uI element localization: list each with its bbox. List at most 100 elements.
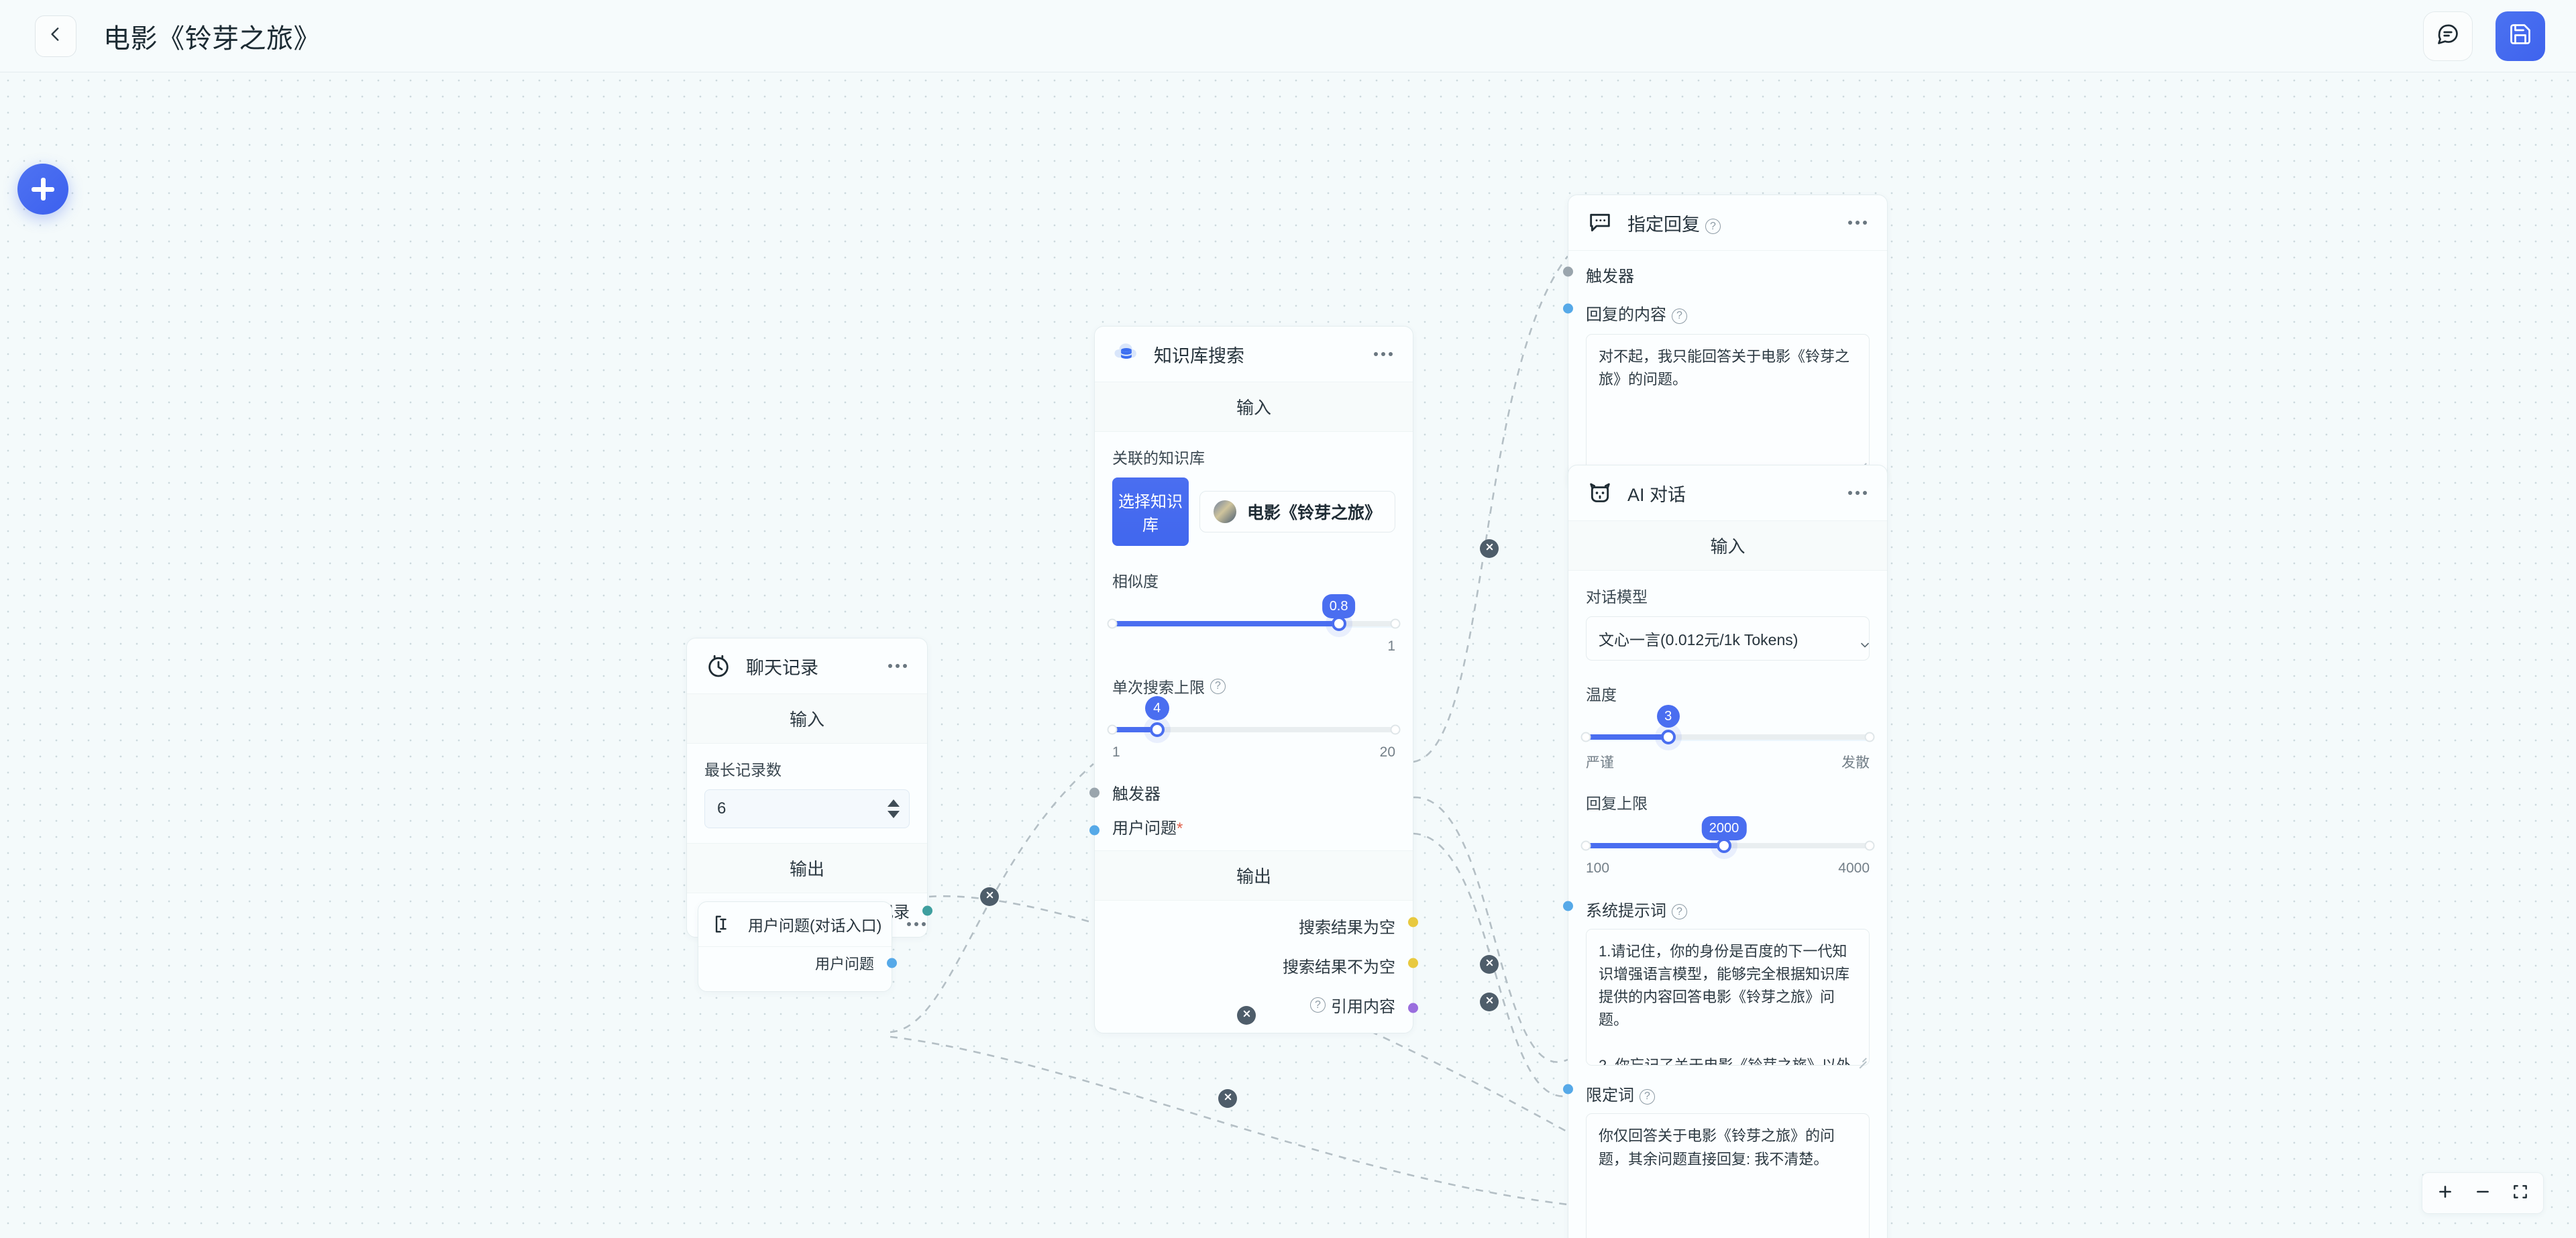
more-dots-icon[interactable] [885,660,910,672]
temperature-min-label: 严谨 [1586,755,1614,771]
workflow-canvas[interactable]: 聊天记录 输入 最长记录数 6 输出 聊天记录 [0,72,2576,1238]
port-row-kb-user-question[interactable]: 用户问题* [1089,809,1413,850]
temperature-max-label: 发散 [1841,755,1870,771]
edge-delete-button[interactable] [980,887,999,906]
help-icon[interactable]: ? [1640,1088,1655,1105]
help-icon[interactable]: ? [1672,308,1687,324]
node-header: 用户问题(对话入口) [698,902,926,947]
robot-face-icon [1586,479,1614,507]
slider-knob[interactable] [1660,730,1676,744]
node-title: 指定回复? [1627,210,1721,236]
system-prompt-textarea[interactable] [1586,929,1870,1066]
input-port-reply-content[interactable] [1563,303,1573,313]
temperature-slider[interactable]: 3 [1580,705,1875,744]
output-section-label: 输出 [1095,850,1413,901]
add-node-button[interactable] [17,164,68,215]
system-prompt-field [1568,921,1887,1072]
more-dots-icon[interactable] [1845,487,1870,499]
node-header: 指定回复? [1568,195,1887,251]
chat-record-body: 最长记录数 6 [687,744,927,843]
output-port-not-empty[interactable] [1408,958,1418,968]
node-chat-record[interactable]: 聊天记录 输入 最长记录数 6 输出 聊天记录 [686,638,932,938]
more-dots-icon[interactable] [1845,217,1870,229]
save-button[interactable] [2496,11,2545,61]
kb-chip[interactable]: 电影《铃芽之旅》 [1199,491,1395,532]
max-tokens-slider[interactable]: 2000 [1580,816,1875,853]
help-icon[interactable]: ? [1672,904,1687,919]
select-kb-button[interactable]: 选择知识库 [1112,477,1189,546]
kb-chip-name: 电影《铃芽之旅》 [1246,504,1381,522]
slider-knob[interactable] [1149,722,1165,737]
port-row-reply-content[interactable]: 回复的内容? [1563,292,1887,325]
input-port-trigger[interactable] [1563,266,1573,276]
node-header: 知识库搜索 [1095,327,1413,382]
help-icon[interactable]: ? [1210,678,1226,694]
port-row-kb-quote[interactable]: ? 引用内容 [1095,982,1418,1033]
port-row-qualifier[interactable]: 限定词? [1563,1072,1887,1105]
model-label: 对话模型 [1586,588,1648,606]
port-row-kb-not-empty[interactable]: 搜索结果不为空 [1095,943,1418,982]
slider-start-cap [1580,840,1591,851]
qualifier-textarea-box[interactable] [1586,1113,1870,1238]
slider-start-cap [1580,732,1591,742]
input-port-user-question[interactable] [1089,825,1099,835]
fit-view-button[interactable] [2502,1178,2539,1208]
zoom-controls[interactable] [2422,1172,2544,1214]
slider-end-cap [1390,724,1401,735]
max-records-stepper[interactable] [888,799,900,818]
edge-delete-button[interactable] [1480,539,1499,558]
edge-delete-button[interactable] [1480,955,1499,974]
stepper-up-icon[interactable] [888,799,900,807]
node-specified-reply[interactable]: 指定回复? 触发器 回复的内容? [1563,194,1888,490]
port-label-text: 限定词 [1586,1086,1634,1105]
slider-knob[interactable] [1331,616,1346,631]
stepper-down-icon[interactable] [888,811,900,818]
model-select-value: 文心一言(0.012元/1k Tokens) [1599,631,1799,649]
temperature-label: 温度 [1586,686,1617,704]
port-row-reply-trigger[interactable]: 触发器 [1563,251,1887,292]
port-label: 用户问题 [814,956,874,972]
qualifier-textarea[interactable] [1586,1113,1870,1238]
port-row-system-prompt[interactable]: 系统提示词? [1563,891,1887,921]
input-port-trigger[interactable] [1089,787,1099,797]
output-port-quote[interactable] [1408,1003,1418,1013]
minus-icon [2474,1183,2491,1204]
reply-content-textarea[interactable] [1586,334,1870,471]
port-row-user-question-out[interactable]: 用户问题 [698,947,897,979]
slider-end-cap [1390,618,1401,629]
node-title: 知识库搜索 [1154,345,1244,366]
edge-delete-button[interactable] [1480,993,1499,1011]
node-kb-search[interactable]: 知识库搜索 输入 关联的知识库 选择知识库 电影《铃芽之旅》 相似度 [1089,326,1418,1033]
comment-button[interactable] [2423,11,2473,61]
zoom-in-button[interactable] [2426,1178,2464,1208]
close-circle-icon [1485,958,1495,971]
app-header: 电影《铃芽之旅》 [0,0,2576,72]
input-port-system-prompt[interactable] [1563,901,1573,911]
output-port-chat-record[interactable] [922,905,932,915]
system-prompt-textarea-box[interactable] [1586,929,1870,1066]
node-ai-chat[interactable]: AI 对话 输入 对话模型 文心一言(0.012元/1k Tokens) 温度 [1563,465,1888,1238]
port-row-kb-trigger[interactable]: 触发器 [1089,775,1413,809]
similarity-slider[interactable]: 0.8 [1107,594,1401,631]
edge-delete-button[interactable] [1218,1089,1237,1108]
more-dots-icon[interactable] [1371,348,1395,360]
input-port-qualifier[interactable] [1563,1084,1573,1094]
slider-track [1112,727,1395,732]
help-icon[interactable]: ? [1705,219,1721,234]
help-icon[interactable]: ? [1310,997,1326,1013]
related-kb-label: 关联的知识库 [1112,449,1205,467]
similarity-max: 1 [1387,638,1395,654]
node-user-question[interactable]: 用户问题(对话入口) 用户问题 [698,901,926,992]
more-dots-icon[interactable] [904,918,928,930]
slider-knob[interactable] [1717,838,1731,853]
port-row-kb-empty[interactable]: 搜索结果为空 [1095,901,1418,943]
zoom-out-button[interactable] [2464,1178,2502,1208]
model-select[interactable]: 文心一言(0.012元/1k Tokens) [1586,616,1870,661]
reply-content-textarea-box[interactable] [1586,334,1870,471]
back-button[interactable] [35,15,76,57]
max-records-input[interactable]: 6 [704,789,910,828]
topk-slider[interactable]: 4 [1107,696,1401,737]
output-port-empty[interactable] [1408,917,1418,927]
edge-delete-button[interactable] [1237,1006,1256,1025]
output-port-user-question[interactable] [887,958,897,968]
